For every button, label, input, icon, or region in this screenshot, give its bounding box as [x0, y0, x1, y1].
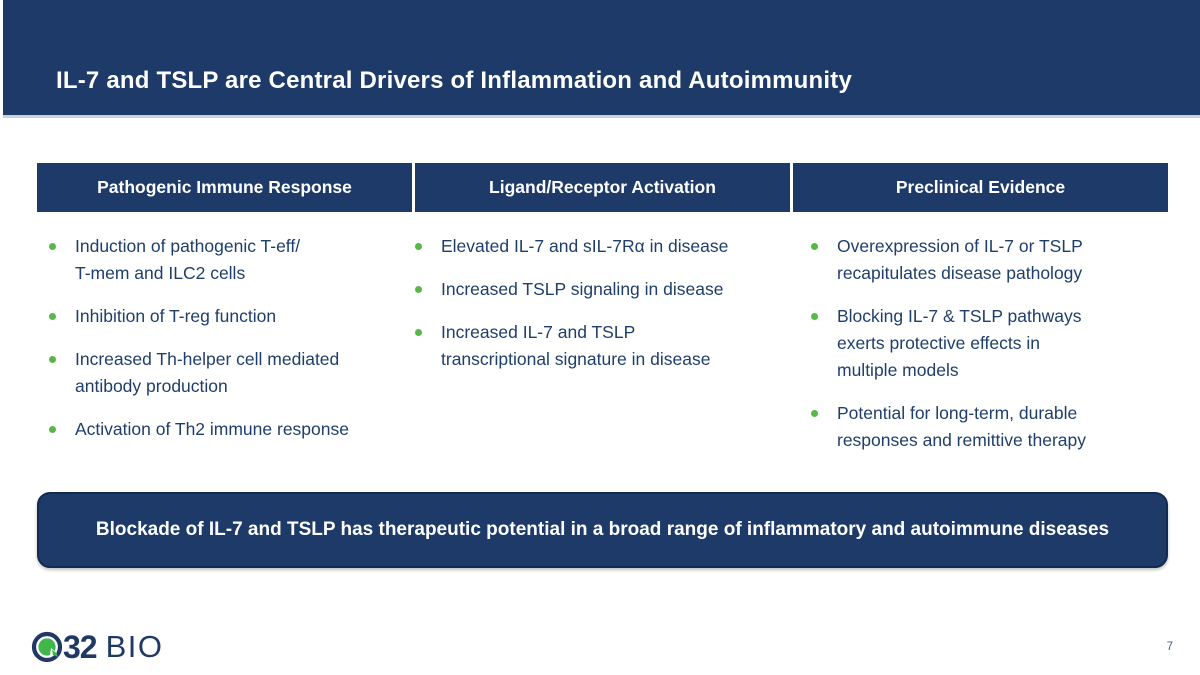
bullet-text: Overexpression of IL-7 or TSLP recapitul…	[837, 236, 1083, 283]
q32-logo-bio-text: BIO	[105, 629, 164, 664]
bullet-text: Increased IL-7 and TSLP transcriptional …	[441, 322, 711, 369]
column-ligand-receptor-activation: Elevated IL-7 and sIL-7Rα in disease Inc…	[409, 233, 772, 470]
list-item: Increased TSLP signaling in disease	[415, 276, 772, 303]
list-item: Elevated IL-7 and sIL-7Rα in disease	[415, 233, 772, 260]
list-item: Increased Th-helper cell mediated antibo…	[49, 346, 406, 400]
column-headers: Pathogenic Immune Response Ligand/Recept…	[37, 163, 1168, 212]
list-item: Blocking IL-7 & TSLP pathways exerts pro…	[811, 303, 1168, 384]
bullet-text: Activation of Th2 immune response	[75, 419, 349, 439]
bullet-text: Induction of pathogenic T-eff/ T-mem and…	[75, 236, 301, 283]
column-body: Induction of pathogenic T-eff/ T-mem and…	[37, 233, 1168, 470]
slide-title: IL-7 and TSLP are Central Drivers of Inf…	[56, 67, 852, 94]
bullet-text: Increased Th-helper cell mediated antibo…	[75, 349, 340, 396]
bullet-text: Inhibition of T-reg function	[75, 306, 277, 326]
column-header-pathogenic-immune-response: Pathogenic Immune Response	[37, 163, 412, 212]
bullet-list: Induction of pathogenic T-eff/ T-mem and…	[49, 233, 406, 443]
q32-bio-logo: 32 BIO	[30, 629, 164, 665]
page-number: 7	[1166, 641, 1173, 653]
bullet-text: Blocking IL-7 & TSLP pathways exerts pro…	[837, 306, 1082, 380]
bullet-list: Elevated IL-7 and sIL-7Rα in disease Inc…	[415, 233, 772, 373]
conclusion-banner-text: Blockade of IL-7 and TSLP has therapeuti…	[95, 519, 1110, 540]
bullet-dot-icon	[811, 410, 818, 417]
bullet-dot-icon	[811, 313, 818, 320]
bullet-text: Elevated IL-7 and sIL-7Rα in disease	[441, 236, 729, 256]
column-preclinical-evidence: Overexpression of IL-7 or TSLP recapitul…	[775, 233, 1168, 470]
column-pathogenic-immune-response: Induction of pathogenic T-eff/ T-mem and…	[37, 233, 406, 470]
list-item: Inhibition of T-reg function	[49, 303, 406, 330]
bullet-dot-icon	[49, 426, 56, 433]
title-bar: IL-7 and TSLP are Central Drivers of Inf…	[3, 0, 1200, 118]
column-header-ligand-receptor-activation: Ligand/Receptor Activation	[415, 163, 790, 212]
bullet-list: Overexpression of IL-7 or TSLP recapitul…	[811, 233, 1168, 454]
bullet-text: Potential for long-term, durable respons…	[837, 403, 1087, 450]
list-item: Induction of pathogenic T-eff/ T-mem and…	[49, 233, 406, 287]
bullet-dot-icon	[811, 243, 818, 250]
bullet-dot-icon	[49, 243, 56, 250]
bullet-dot-icon	[415, 243, 422, 250]
q32-logo-number: 32	[63, 629, 98, 665]
bullet-dot-icon	[415, 286, 422, 293]
bullet-text: Increased TSLP signaling in disease	[441, 279, 724, 299]
q32-logo-q-icon	[31, 631, 63, 663]
list-item: Increased IL-7 and TSLP transcriptional …	[415, 319, 772, 373]
list-item: Overexpression of IL-7 or TSLP recapitul…	[811, 233, 1168, 287]
bullet-dot-icon	[49, 313, 56, 320]
list-item: Activation of Th2 immune response	[49, 416, 406, 443]
bullet-dot-icon	[415, 329, 422, 336]
list-item: Potential for long-term, durable respons…	[811, 400, 1168, 454]
column-header-preclinical-evidence: Preclinical Evidence	[793, 163, 1168, 212]
bullet-dot-icon	[49, 356, 56, 363]
conclusion-banner: Blockade of IL-7 and TSLP has therapeuti…	[37, 492, 1168, 568]
